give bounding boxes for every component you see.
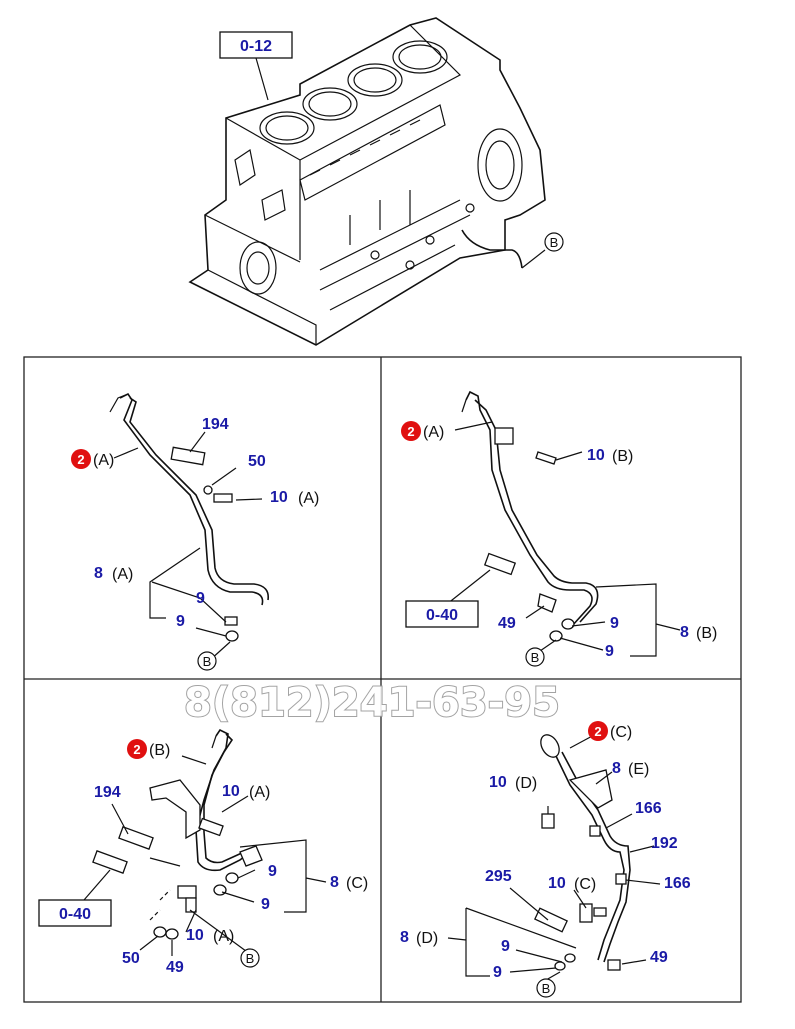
svg-text:B: B bbox=[550, 235, 559, 250]
bl-badge-suffix: (B) bbox=[149, 742, 170, 759]
tl-part-8-suffix: (A) bbox=[112, 566, 133, 583]
bl-part-10b[interactable]: 10 bbox=[186, 927, 204, 944]
br-part-10d-suffix: (D) bbox=[515, 775, 537, 792]
br-part-10c-suffix: (C) bbox=[574, 876, 596, 893]
br-part-9a[interactable]: 9 bbox=[501, 938, 510, 955]
panel-bottom-right bbox=[447, 733, 661, 981]
top-callout-leader bbox=[521, 249, 546, 269]
br-part-192[interactable]: 192 bbox=[651, 835, 678, 852]
tl-callout-b[interactable]: B bbox=[197, 651, 217, 671]
tr-part-10[interactable]: 10 bbox=[587, 447, 605, 464]
engine-ref-box[interactable]: 0-12 bbox=[219, 31, 293, 59]
bl-badge[interactable]: 2 bbox=[127, 739, 147, 759]
svg-text:2: 2 bbox=[133, 742, 140, 757]
bl-part-10a-suffix: (A) bbox=[249, 784, 270, 801]
bl-part-49[interactable]: 49 bbox=[166, 959, 184, 976]
br-part-166b[interactable]: 166 bbox=[664, 875, 691, 892]
panel-bottom-left bbox=[83, 728, 327, 956]
tl-part-194[interactable]: 194 bbox=[202, 416, 229, 433]
svg-text:2: 2 bbox=[77, 452, 84, 467]
tr-ref-box[interactable]: 0-40 bbox=[405, 600, 479, 628]
svg-text:0-40: 0-40 bbox=[426, 607, 458, 624]
bl-part-10a[interactable]: 10 bbox=[222, 783, 240, 800]
br-callout-b[interactable]: B bbox=[536, 978, 556, 998]
tr-badge-suffix: (A) bbox=[423, 424, 444, 441]
svg-text:2: 2 bbox=[407, 424, 414, 439]
panel-frame bbox=[23, 356, 742, 1003]
tr-badge[interactable]: 2 bbox=[401, 421, 421, 441]
tr-part-9a[interactable]: 9 bbox=[610, 615, 619, 632]
br-part-8d-suffix: (D) bbox=[416, 930, 438, 947]
tr-part-9b[interactable]: 9 bbox=[605, 643, 614, 660]
br-part-8e-suffix: (E) bbox=[628, 761, 649, 778]
br-part-8d[interactable]: 8 bbox=[400, 929, 409, 946]
tl-part-9a[interactable]: 9 bbox=[196, 590, 205, 607]
br-badge[interactable]: 2 bbox=[588, 721, 608, 741]
br-badge-suffix: (C) bbox=[610, 724, 632, 741]
engine-block-drawing bbox=[188, 17, 546, 346]
br-part-10c[interactable]: 10 bbox=[548, 875, 566, 892]
bl-ref-box[interactable]: 0-40 bbox=[38, 899, 112, 927]
br-part-49[interactable]: 49 bbox=[650, 949, 668, 966]
svg-text:B: B bbox=[531, 650, 540, 665]
top-callout-b[interactable]: B bbox=[544, 232, 564, 252]
svg-text:B: B bbox=[542, 981, 551, 996]
br-part-10d[interactable]: 10 bbox=[489, 774, 507, 791]
bl-part-10b-suffix: (A) bbox=[213, 928, 234, 945]
tr-part-8[interactable]: 8 bbox=[680, 624, 689, 641]
tr-part-10-suffix: (B) bbox=[612, 448, 633, 465]
tr-part-8-suffix: (B) bbox=[696, 625, 717, 642]
svg-text:B: B bbox=[246, 951, 255, 966]
svg-text:2: 2 bbox=[594, 724, 601, 739]
bl-part-50[interactable]: 50 bbox=[122, 950, 140, 967]
br-part-166a[interactable]: 166 bbox=[635, 800, 662, 817]
tl-badge-suffix: (A) bbox=[93, 452, 114, 469]
tl-part-10-suffix: (A) bbox=[298, 490, 319, 507]
phone-watermark: 8(812)241-63-95 bbox=[184, 680, 560, 726]
bl-part-8-suffix: (C) bbox=[346, 875, 368, 892]
bl-part-194[interactable]: 194 bbox=[94, 784, 121, 801]
engine-ref-label: 0-12 bbox=[240, 38, 272, 55]
tl-part-50[interactable]: 50 bbox=[248, 453, 266, 470]
br-part-8e[interactable]: 8 bbox=[612, 760, 621, 777]
tl-part-9b[interactable]: 9 bbox=[176, 613, 185, 630]
tr-part-49[interactable]: 49 bbox=[498, 615, 516, 632]
svg-text:B: B bbox=[203, 654, 212, 669]
bl-part-8[interactable]: 8 bbox=[330, 874, 339, 891]
tr-callout-b[interactable]: B bbox=[525, 647, 545, 667]
br-part-295[interactable]: 295 bbox=[485, 868, 512, 885]
tl-part-10[interactable]: 10 bbox=[270, 489, 288, 506]
panel-top-left bbox=[109, 392, 270, 661]
bl-part-9a[interactable]: 9 bbox=[268, 863, 277, 880]
tl-badge[interactable]: 2 bbox=[71, 449, 91, 469]
panel-top-right bbox=[446, 390, 681, 657]
bl-part-9b[interactable]: 9 bbox=[261, 896, 270, 913]
bl-callout-b[interactable]: B bbox=[240, 948, 260, 968]
tl-part-8[interactable]: 8 bbox=[94, 565, 103, 582]
engine-ref-leader bbox=[255, 57, 269, 101]
br-part-9b[interactable]: 9 bbox=[493, 964, 502, 981]
svg-text:0-40: 0-40 bbox=[59, 906, 91, 923]
